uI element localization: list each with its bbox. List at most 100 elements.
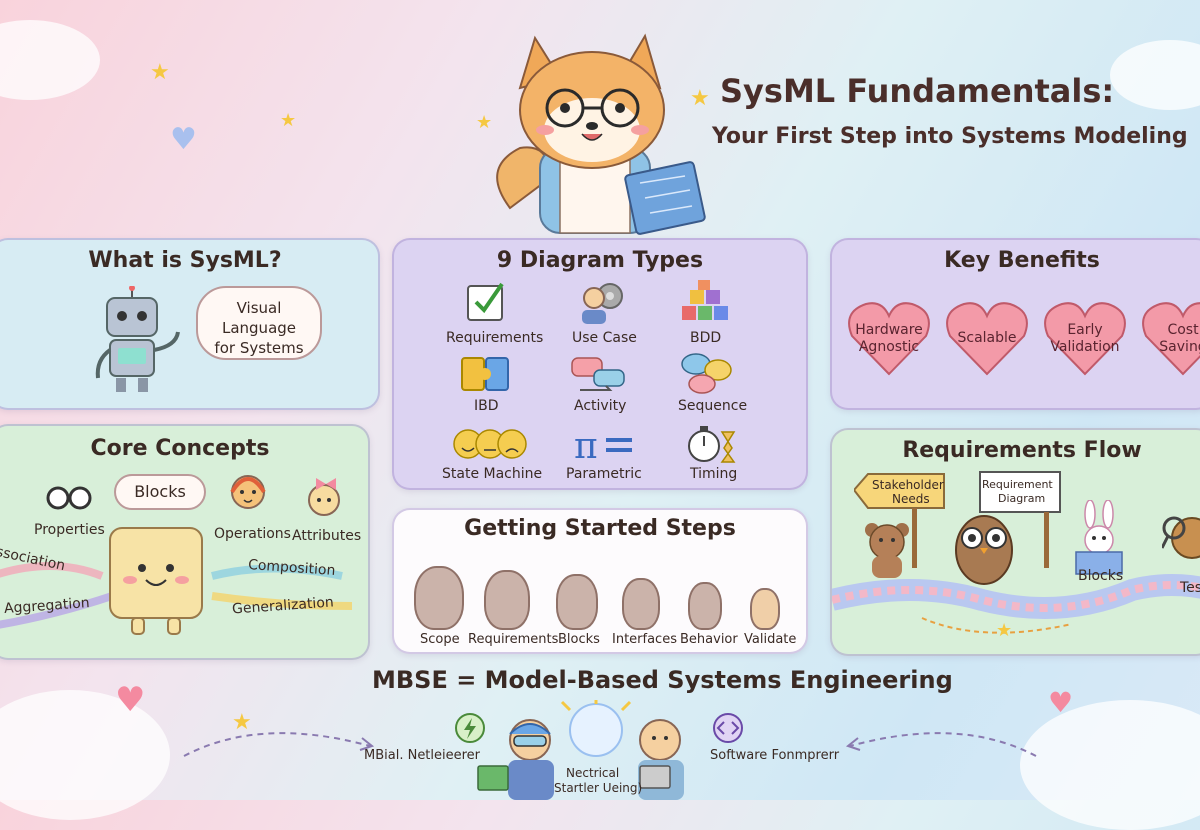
footprint-icon bbox=[484, 570, 530, 630]
sign-icon bbox=[854, 473, 945, 568]
footprint-icon bbox=[556, 574, 598, 630]
footprint-icon bbox=[688, 582, 722, 630]
lightning-icon bbox=[455, 713, 485, 743]
chat-bubbles-icon bbox=[681, 353, 732, 394]
star-icon: ★ bbox=[150, 60, 170, 85]
glasses-icon bbox=[46, 486, 92, 510]
flow-label: Tes bbox=[1180, 580, 1200, 596]
star-icon: ★ bbox=[476, 112, 493, 133]
gear-person-icon bbox=[582, 283, 623, 324]
heart-icon bbox=[848, 302, 930, 376]
benefit-line: Early bbox=[1067, 322, 1103, 338]
code-icon bbox=[713, 713, 743, 743]
blocks-label: Blocks bbox=[134, 482, 186, 501]
page-title: SysML Fundamentals: bbox=[720, 72, 1115, 110]
sign-text: Stakeholder bbox=[872, 478, 944, 492]
block-character-icon bbox=[109, 527, 203, 635]
owl-icon bbox=[955, 515, 1013, 585]
star-icon: ★ bbox=[280, 110, 297, 131]
page-subtitle: Your First Step into Systems Modeling bbox=[712, 124, 1188, 149]
sign-text: Needs bbox=[892, 492, 930, 506]
heart-icon bbox=[1142, 302, 1200, 376]
blocks-bubble: Blocks bbox=[114, 474, 206, 510]
footprint-icon bbox=[622, 578, 660, 630]
svg-text:π: π bbox=[574, 426, 598, 464]
cloud-decoration bbox=[1110, 40, 1200, 110]
speech-bubble: Visual Language for Systems bbox=[196, 286, 322, 360]
benefit-line: Hardware bbox=[855, 322, 923, 338]
benefit-heart: Scalable bbox=[944, 298, 1030, 378]
bubble-line: Visual Language bbox=[221, 299, 297, 337]
diagram-label: Timing bbox=[690, 466, 738, 482]
star-icon: ★ bbox=[232, 710, 252, 735]
sign-text: Requirement bbox=[982, 478, 1053, 491]
benefit-line: Cost bbox=[1167, 322, 1199, 338]
flow-path bbox=[832, 574, 1200, 634]
star-icon: ★ bbox=[996, 620, 1013, 641]
cloud-decoration bbox=[0, 690, 170, 820]
bunny-icon bbox=[1075, 500, 1123, 575]
flow-label: Blocks bbox=[1078, 568, 1124, 584]
what-is-sysml-panel: What is SysML? Visual Language for Syste… bbox=[0, 238, 380, 410]
star-icon: ★ bbox=[690, 86, 710, 111]
mbse-title: MBSE = Model-Based Systems Engineering bbox=[372, 666, 953, 694]
benefit-line: Validation bbox=[1050, 339, 1120, 355]
step-label: Blocks bbox=[558, 632, 600, 647]
step-label: Behavior bbox=[680, 632, 738, 647]
blocks-icon bbox=[682, 280, 728, 320]
heart-icon bbox=[1044, 302, 1126, 376]
bear-icon bbox=[865, 523, 909, 578]
panel-title: Core Concepts bbox=[90, 436, 270, 461]
faces-icon bbox=[453, 429, 527, 459]
role-label: MBial. Netleieerer bbox=[364, 748, 481, 763]
diagram-label: Sequence bbox=[678, 398, 748, 414]
step-label: Interfaces bbox=[612, 632, 677, 647]
step-label: Scope bbox=[420, 632, 460, 647]
panel-title: What is SysML? bbox=[88, 248, 282, 273]
diagram-label: Activity bbox=[574, 398, 627, 414]
step-label: Validate bbox=[744, 632, 797, 647]
heart-icon: ♥ bbox=[170, 122, 197, 157]
getting-started-panel: Getting Started Steps Scope Requirements… bbox=[392, 508, 808, 654]
headphones-character-icon bbox=[230, 475, 266, 509]
shiba-mascot-icon bbox=[496, 33, 706, 235]
panel-title: Requirements Flow bbox=[902, 438, 1142, 463]
connection-ribbons bbox=[0, 562, 353, 629]
core-concepts-panel: Core Concepts Blocks Properties Operatio… bbox=[0, 424, 370, 660]
benefit-line: Scalable bbox=[957, 330, 1017, 346]
sign-icon bbox=[979, 471, 1061, 568]
benefit-line: Saving bbox=[1159, 339, 1200, 355]
diagram-label: Requirements bbox=[446, 330, 544, 346]
role-label: Software Fonmprerr bbox=[710, 748, 840, 763]
sign-text: Diagram bbox=[998, 492, 1046, 505]
panel-title: Getting Started Steps bbox=[464, 516, 736, 541]
concept-label: Properties bbox=[34, 522, 105, 538]
dashed-arrow bbox=[845, 732, 1037, 757]
engineers-illustration bbox=[477, 700, 684, 800]
bow-character-icon bbox=[308, 478, 340, 516]
role-label: Startler Ueing) bbox=[554, 781, 643, 795]
pi-equals-icon: π bbox=[574, 426, 632, 464]
benefit-line: Agnostic bbox=[858, 339, 920, 355]
dashed-arrow bbox=[183, 732, 375, 757]
requirements-flow-panel: Requirements Flow Stakeholder Needs Requ… bbox=[830, 428, 1200, 656]
diagram-label: Use Case bbox=[572, 330, 637, 346]
hedgehog-icon bbox=[1162, 516, 1200, 559]
footprint-icon bbox=[750, 588, 780, 630]
diagram-label: IBD bbox=[474, 398, 499, 414]
concept-label: Attributes bbox=[292, 528, 362, 544]
role-label: Nectrical bbox=[566, 766, 620, 780]
cloud-decoration bbox=[0, 20, 100, 100]
chat-arrows-icon bbox=[571, 357, 625, 391]
footprint-icon bbox=[414, 566, 464, 630]
cloud-decoration bbox=[1020, 700, 1200, 830]
concept-label: Operations bbox=[214, 526, 291, 542]
checklist-icon bbox=[467, 282, 504, 321]
panel-title: Key Benefits bbox=[944, 248, 1100, 273]
heart-icon: ♥ bbox=[115, 680, 146, 720]
robot-icon bbox=[95, 286, 180, 392]
diagram-label: State Machine bbox=[442, 466, 543, 482]
puzzle-icon bbox=[461, 357, 509, 391]
